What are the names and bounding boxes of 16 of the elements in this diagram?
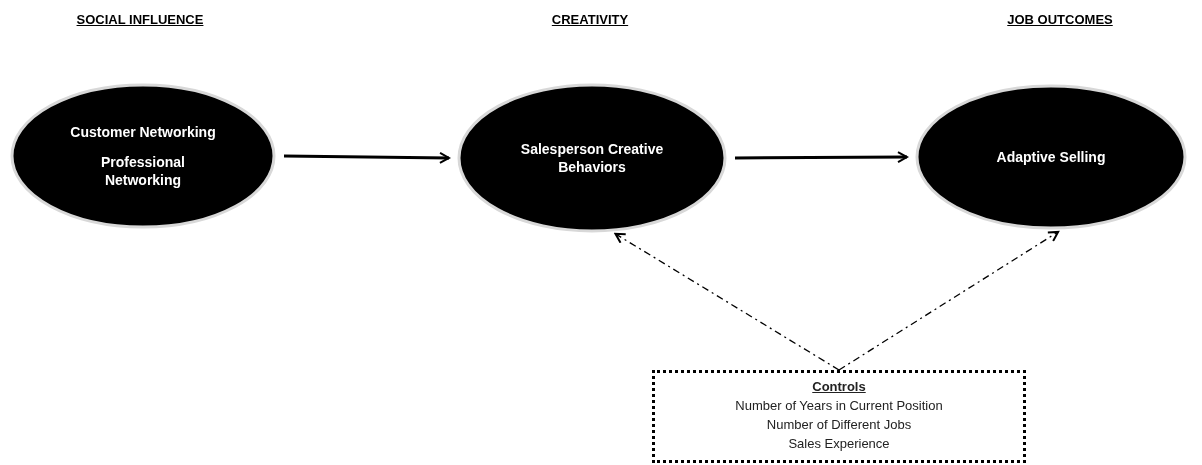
node-text: Customer Networking xyxy=(70,123,216,141)
arrow xyxy=(735,151,908,164)
controls-box xyxy=(652,370,1026,463)
column-heading: CREATIVITY xyxy=(550,11,630,29)
node-text: Adaptive Selling xyxy=(996,148,1106,166)
arrow xyxy=(283,151,450,164)
control-item: Number of Years in Current Position xyxy=(735,397,943,415)
control-item: Number of Different Jobs xyxy=(766,416,912,434)
node-text: Professional Networking xyxy=(100,153,186,189)
arrow xyxy=(838,230,1060,371)
arrow xyxy=(614,232,840,371)
node-text: Salesperson Creative Behaviors xyxy=(519,140,665,176)
column-heading: JOB OUTCOMES xyxy=(1006,11,1114,29)
column-heading: SOCIAL INFLUENCE xyxy=(75,11,205,29)
control-item: Sales Experience xyxy=(788,435,890,453)
box-heading: Controls xyxy=(812,378,866,396)
